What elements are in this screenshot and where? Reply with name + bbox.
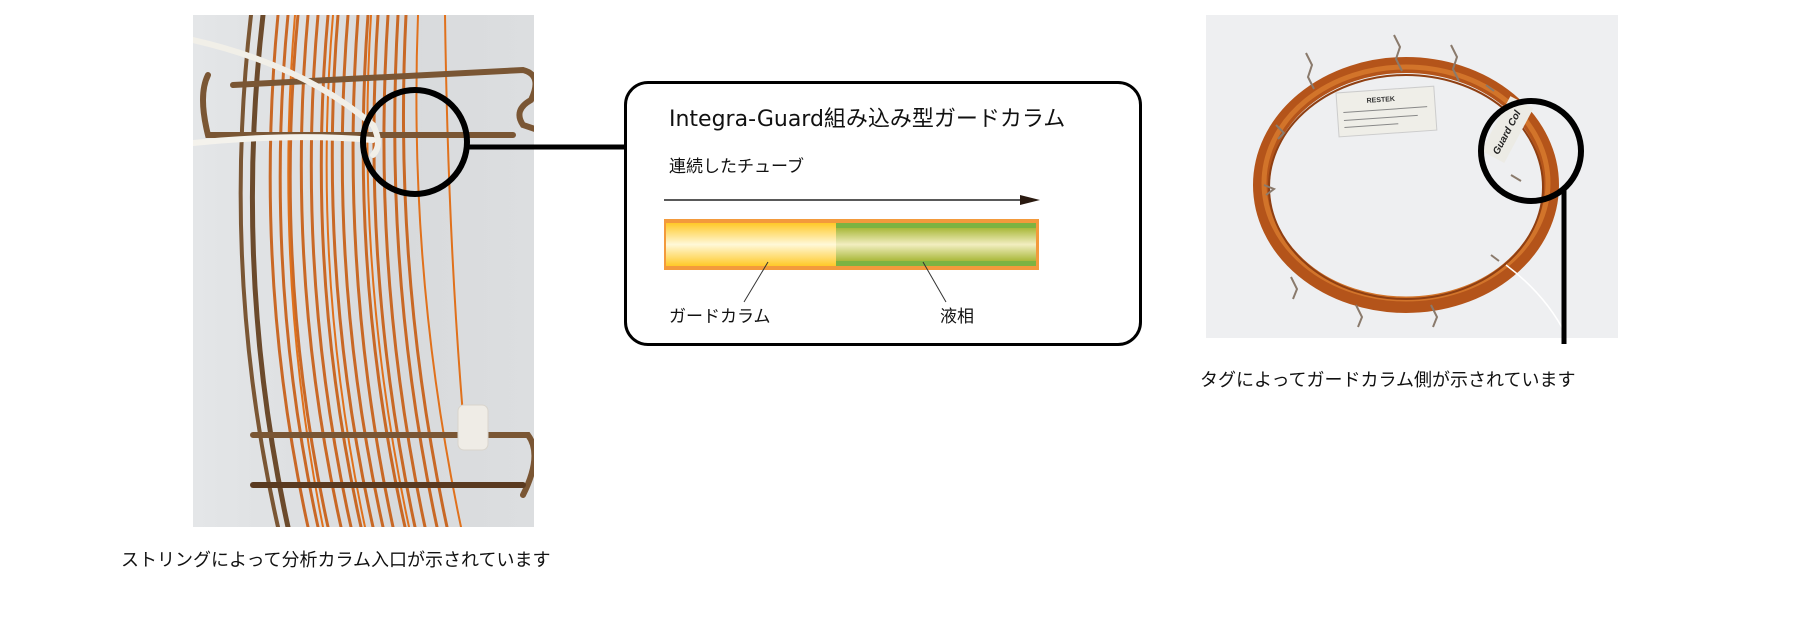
continuous-tube-label: 連続したチューブ bbox=[669, 157, 804, 177]
tag-callout-marker bbox=[1478, 98, 1584, 344]
column-ring-illustration: RESTEK Guard Col bbox=[1253, 34, 1567, 336]
column-coil-illustration bbox=[193, 15, 534, 527]
guard-column-section bbox=[666, 223, 836, 266]
guard-column-label: ガードカラム bbox=[669, 307, 771, 327]
tube-diagram bbox=[664, 195, 1040, 303]
left-photo-caption: ストリングによって分析カラム入口が示されています bbox=[121, 550, 551, 571]
liquid-phase-label: 液相 bbox=[940, 307, 974, 327]
guard-pointer-line bbox=[743, 261, 769, 303]
guard-tag-photo: RESTEK Guard Col bbox=[1206, 15, 1618, 338]
tag-highlight-circle bbox=[1478, 98, 1584, 204]
callout-title: Integra-Guard組み込み型ガードカラム bbox=[669, 107, 1066, 132]
inlet-highlight-circle bbox=[360, 87, 470, 197]
liquid-pointer-line bbox=[922, 261, 947, 303]
restek-card-logo: RESTEK bbox=[1366, 96, 1395, 105]
analytical-column-bore bbox=[836, 228, 1036, 261]
flow-arrowhead-icon bbox=[1020, 195, 1040, 205]
integra-guard-callout bbox=[624, 81, 1142, 346]
right-photo-caption: タグによってガードカラム側が示されています bbox=[1200, 370, 1576, 391]
column-inlet-photo bbox=[193, 15, 534, 527]
